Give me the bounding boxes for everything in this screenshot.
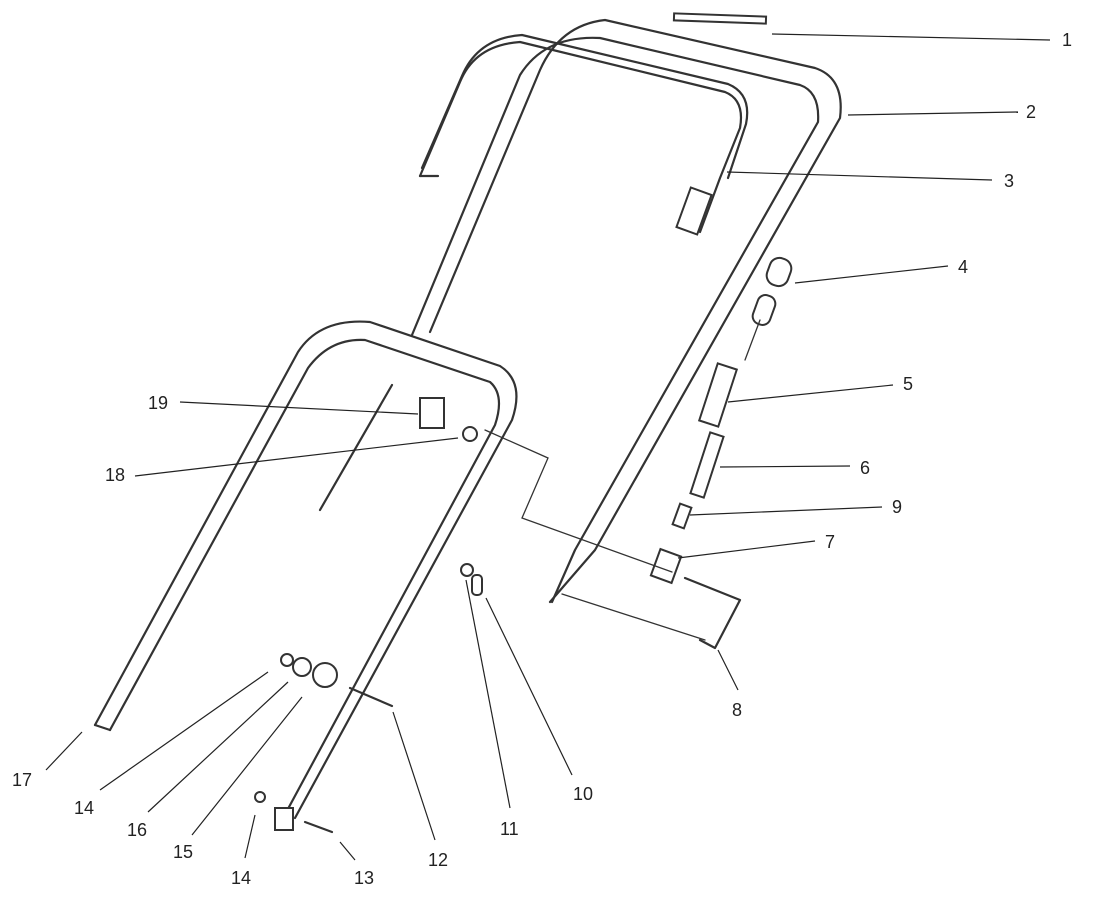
callout-2: 2 [1026,102,1036,122]
callout-9: 9 [892,497,902,517]
callout-16: 16 [127,820,147,840]
callout-19: 19 [148,393,168,413]
upper-handle [410,18,842,604]
nut-14b [254,791,266,803]
lever-rod [683,576,742,650]
control-bail [418,33,749,236]
callout-13: 13 [354,868,374,888]
callout-6: 6 [860,458,870,478]
callout-5: 5 [903,374,913,394]
link-rod [318,383,394,512]
spring [697,362,739,428]
callout-17: 17 [12,770,32,790]
nut-14a [280,653,294,667]
cable-knob [744,256,793,361]
fitting [671,502,693,530]
callout-15: 15 [173,842,193,862]
bolt-12 [348,686,394,708]
callout-3: 3 [1004,171,1014,191]
leader-lines [45,33,1051,861]
lower-bracket [274,807,294,831]
callout-4: 4 [958,257,968,277]
callout-10: 10 [573,784,593,804]
adjuster-plate [689,431,725,499]
bracket [419,397,445,429]
clamp [649,547,683,585]
callout-12: 12 [428,850,448,870]
callout-8: 8 [732,700,742,720]
washer-16 [292,657,312,677]
callout-14-upper: 14 [74,798,94,818]
callout-18: 18 [105,465,125,485]
callout-1: 1 [1062,30,1072,50]
washer-18 [462,426,478,442]
spacer-15 [312,662,338,688]
callout-14-lower: 14 [231,868,251,888]
bolt-13 [303,820,334,834]
grip [672,12,768,25]
clip-10 [471,574,483,596]
callout-7: 7 [825,532,835,552]
callout-11: 11 [500,819,519,839]
lower-handle [93,320,518,822]
nut-11 [460,563,474,577]
